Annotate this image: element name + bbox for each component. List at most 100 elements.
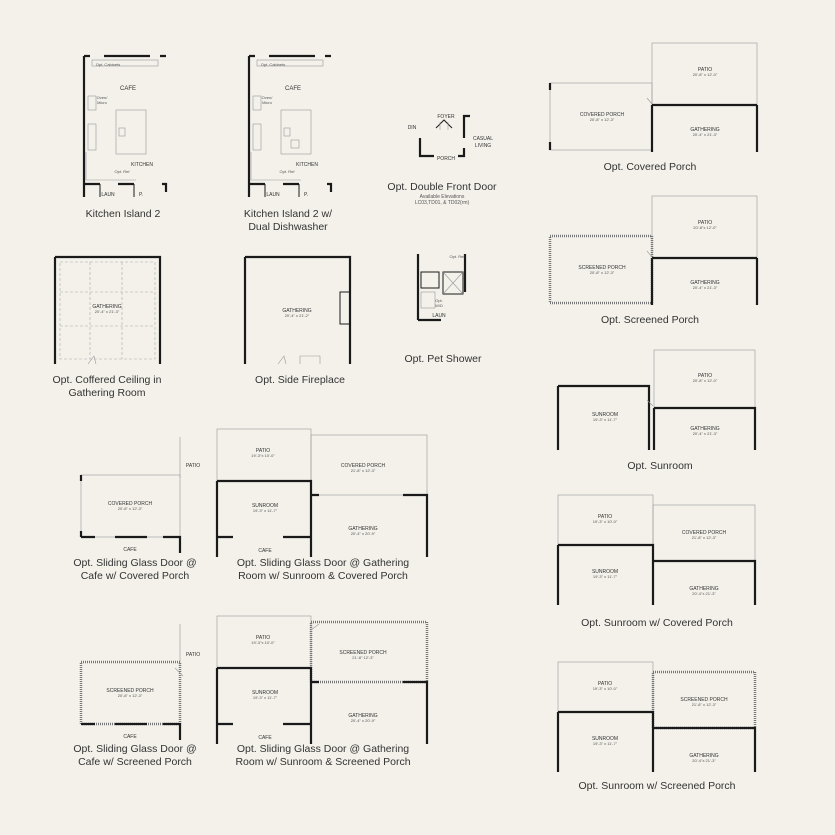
label-patio-dim: 19'-3"x 10'-0" [251, 640, 275, 645]
label-patio-dim: 19'-3" x 10'-0" [593, 686, 618, 691]
label-micro: Micro [262, 100, 273, 105]
plan-kitchen-island-2: Opt. Cabinets CAFE Oven/ Micro KITCHEN O… [82, 54, 168, 198]
label-sunroom: SUNROOM [592, 736, 618, 742]
label-sunroom-dim: 19'-3" x 11'-7" [593, 574, 618, 579]
label-covered-porch: COVERED PORCH [682, 530, 727, 536]
label-gathering-dim: 20'-4" x 21'-3" [693, 132, 718, 137]
label-covered-porch: COVERED PORCH [580, 112, 625, 118]
label-gathering: GATHERING [348, 713, 377, 719]
plan-sunroom-covered: PATIO 19'-3" x 10'-0" COVERED PORCH 21'-… [556, 494, 757, 605]
label-kitchen: KITCHEN [296, 162, 318, 168]
label-sunroom-dim: 19'-3" x 11'-7" [593, 417, 618, 422]
caption-double-front-door: Opt. Double Front Door Available Elevati… [387, 181, 497, 206]
label-gathering-dim: 20'-4"x 21'-3" [692, 758, 716, 763]
label-patio: PATIO [598, 514, 612, 520]
label-opt-cabinets: Opt. Cabinets [261, 62, 285, 67]
label-casual: CASUAL [473, 136, 493, 142]
plan-sgd-gathering-covered: PATIO 19'-3"x 10'-0" COVERED PORCH 21'-8… [215, 428, 429, 557]
label-patio: PATIO [598, 681, 612, 687]
plan-double-front-door: DIN FOYER PORCH CASUAL LIVING [408, 114, 494, 162]
plan-side-fireplace: GATHERING 20'-4" x 21'-2" [243, 255, 352, 365]
label-pantry: P. [139, 192, 143, 198]
label-laun: LAUN [101, 192, 115, 198]
plan-screened-porch: PATIO 20'-8"x 12'-0" SCREENED PORCH 20'-… [548, 195, 759, 305]
caption-screened-porch: Opt. Screened Porch [600, 314, 700, 326]
label-patio: PATIO [186, 652, 200, 658]
label-cafe: CAFE [258, 735, 272, 741]
label-screened-porch-dim: 21'-8" 12'-3" [352, 655, 374, 660]
label-sunroom-dim: 19'-3" x 11'-7" [253, 508, 278, 513]
label-patio: PATIO [698, 373, 712, 379]
label-opt: Opt. [435, 298, 443, 303]
label-din: DIN [408, 125, 417, 131]
label-patio-dim: 20'-8" x 12'-0" [693, 378, 718, 383]
label-patio: PATIO [256, 635, 270, 641]
label-gathering: GATHERING [348, 526, 377, 532]
label-laun: LAUN [266, 192, 280, 198]
label-pantry: P. [304, 192, 308, 198]
caption-sunroom-screened: Opt. Sunroom w/ Screened Porch [578, 780, 736, 792]
label-screened-porch-dim: 20'-8" x 12'-3" [590, 270, 615, 275]
label-gathering-dim: 20'-4"x 21'-3" [692, 591, 716, 596]
label-sunroom: SUNROOM [592, 412, 618, 418]
label-patio: PATIO [698, 220, 712, 226]
label-covered-porch-dim: 21'-8" x 12'-3" [351, 468, 376, 473]
label-sunroom: SUNROOM [592, 569, 618, 575]
label-cafe: CAFE [258, 548, 272, 554]
label-wd: W/D [435, 303, 443, 308]
label-sunroom: SUNROOM [252, 503, 278, 509]
label-gathering: GATHERING [690, 426, 719, 432]
label-kitchen: KITCHEN [131, 162, 153, 168]
label-patio-dim: 19'-3" x 10'-0" [593, 519, 618, 524]
plan-sgd-cafe-screened: PATIO SCREENED PORCH 20'-8" x 12'-3" CAF… [79, 624, 200, 740]
label-opt-cabinets: Opt. Cabinets [96, 62, 120, 67]
label-micro: Micro [97, 100, 108, 105]
label-sunroom: SUNROOM [252, 690, 278, 696]
plan-sgd-gathering-screened: PATIO 19'-3"x 10'-0" SCREENED PORCH 21'-… [215, 615, 429, 744]
caption-sgd-cafe-covered: Opt. Sliding Glass Door @Cafe w/ Covered… [73, 557, 197, 582]
label-patio-dim: 20'-8"x 12'-0" [693, 225, 717, 230]
label-gathering: GATHERING [92, 304, 121, 310]
plan-pet-shower: Opt. Ref Opt. W/D LAUN [416, 254, 467, 322]
label-patio: PATIO [186, 463, 200, 469]
label-gathering-dim: 20'-4" x 21'-3" [693, 431, 718, 436]
label-screened-porch-dim: 21'-8" x 12'-3" [692, 702, 717, 707]
label-screened-porch: SCREENED PORCH [680, 697, 728, 703]
plan-sgd-cafe-covered: PATIO COVERED PORCH 20'-8" x 12'-3" CAFE [79, 437, 200, 553]
label-screened-porch: SCREENED PORCH [106, 688, 154, 694]
label-covered-porch-dim: 20'-8" x 12'-3" [118, 506, 143, 511]
caption-kitchen-island-2: Kitchen Island 2 [85, 208, 161, 220]
label-opt-ref: Opt. Ref [280, 169, 296, 174]
label-patio-dim: 19'-3"x 10'-0" [251, 453, 275, 458]
label-sunroom-dim: 19'-3" x 11'-7" [593, 741, 618, 746]
label-laun: LAUN [432, 313, 446, 319]
label-cafe: CAFE [123, 734, 137, 740]
label-gathering-dim: 20'-4" x 21'-3" [95, 309, 120, 314]
label-opt-ref: Opt. Ref [450, 254, 466, 259]
caption-kitchen-island-dual: Kitchen Island 2 w/Dual Dishwasher [243, 208, 333, 233]
label-screened-porch-dim: 20'-8" x 12'-3" [118, 693, 143, 698]
label-foyer: FOYER [437, 114, 455, 120]
plan-sunroom: PATIO 20'-8" x 12'-0" SUNROOM 19'-3" x 1… [556, 349, 757, 450]
caption-covered-porch: Opt. Covered Porch [603, 161, 697, 173]
caption-side-fireplace: Opt. Side Fireplace [255, 374, 345, 386]
label-covered-porch: COVERED PORCH [341, 463, 386, 469]
label-patio: PATIO [256, 448, 270, 454]
label-porch: PORCH [437, 156, 455, 162]
label-oven: Oven/ [97, 95, 109, 100]
label-gathering: GATHERING [690, 127, 719, 133]
caption-sgd-cafe-screened: Opt. Sliding Glass Door @Cafe w/ Screene… [73, 743, 197, 768]
label-living: LIVING [475, 143, 492, 149]
label-cafe: CAFE [123, 547, 137, 553]
label-patio: PATIO [698, 67, 712, 73]
label-screened-porch: SCREENED PORCH [339, 650, 387, 656]
label-gathering: GATHERING [689, 586, 718, 592]
label-gathering: GATHERING [282, 308, 311, 314]
plan-sunroom-screened: PATIO 19'-3" x 10'-0" SCREENED PORCH 21'… [556, 661, 757, 772]
caption-sunroom-covered: Opt. Sunroom w/ Covered Porch [581, 617, 733, 629]
caption-sunroom: Opt. Sunroom [627, 460, 693, 472]
label-sunroom-dim: 19'-3" x 11'-7" [253, 695, 278, 700]
